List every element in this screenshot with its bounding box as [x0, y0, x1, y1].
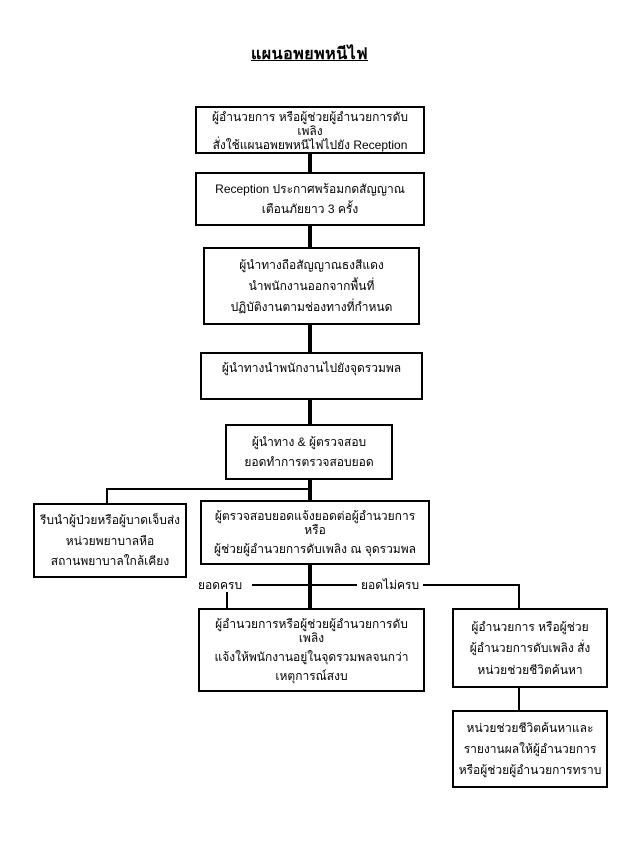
connector-horizontal-left: [107, 488, 310, 490]
flow-box-order-evacuation: ผู้อำนวยการ หรือผู้ช่วยผู้อำนวยการดับเพล…: [195, 106, 425, 154]
flow-box-rescue-report: หน่วยช่วยชีวิตค้นหาและรายงานผลให้ผู้อำนว…: [452, 710, 608, 788]
box-line: ผู้นำทางถือสัญญาณธงสีแดง: [239, 258, 384, 272]
flow-box-reception-announce: Reception ประกาศพร้อมกดสัญญาณเตือนภัยยาว…: [195, 172, 425, 226]
connector-vertical-complete: [226, 592, 228, 608]
connector-vertical-6: [308, 565, 312, 608]
flow-box-count-incomplete-action: ผู้อำนวยการ หรือผู้ช่วยผู้อำนวยการดับเพล…: [452, 608, 608, 688]
box-line: ผู้ตรวจสอบยอดแจ้งยอดต่อผู้อำนวยการหรือ: [214, 509, 416, 537]
connector-vertical-to-injured: [106, 488, 108, 503]
connector-horizontal-incomplete-1: [312, 584, 357, 586]
box-line: นำพนักงานออกจากพื้นที่: [248, 279, 375, 293]
box-line: หน่วยพยาบาลหือ: [65, 533, 155, 548]
flow-box-count-complete-action: ผู้อำนวยการหรือผู้ช่วยผู้อำนวยการดับเพลิ…: [198, 608, 425, 692]
connector-horizontal-complete: [252, 584, 308, 586]
box-line: ผู้นำทาง & ผู้ตรวจสอบ: [251, 434, 367, 449]
box-line: ยอดทำการตรวจสอบยอด: [244, 455, 374, 470]
branch-label-count-incomplete: ยอดไม่ครบ: [361, 578, 420, 592]
box-line: รีบนำผู้ป่วยหรือผู้บาดเจ็บส่ง: [39, 513, 181, 528]
connector-vertical-1: [308, 154, 312, 172]
box-line: สั่งใช้แผนอพยพหนีไฟไปยัง Reception: [212, 138, 408, 152]
box-line: ปฏิบัติงานตามช่องทางที่กำหนด: [230, 300, 393, 314]
connector-vertical-5: [308, 480, 312, 500]
box-line: ผู้นำทางนำพนักงานไปยังจุดรวมพล: [221, 361, 402, 375]
box-line: รายงานผลให้ผู้อำนวยการ: [463, 742, 597, 756]
page-title: แผนอพยพหนีไฟ: [250, 46, 369, 63]
box-line: ผู้อำนวยการ หรือผู้ช่วย: [471, 619, 589, 634]
connector-vertical-2: [308, 226, 312, 247]
box-line: หน่วยช่วยชีวิตค้นหา: [477, 662, 583, 677]
flow-box-headcount-check: ผู้นำทาง & ผู้ตรวจสอบยอดทำการตรวจสอบยอด: [225, 424, 393, 480]
connector-vertical-incomplete: [518, 584, 520, 608]
box-line: ผู้อำนวยการดับเพลิง สั่ง: [469, 641, 591, 655]
connector-vertical-3: [308, 325, 312, 352]
flow-box-guide-red-flag: ผู้นำทางถือสัญญาณธงสีแดงนำพนักงานออกจากพ…: [203, 247, 420, 325]
box-line: Reception ประกาศพร้อมกดสัญญาณ: [215, 182, 405, 196]
flow-box-report-headcount: ผู้ตรวจสอบยอดแจ้งยอดต่อผู้อำนวยการหรือผู…: [200, 500, 430, 565]
box-line: เตือนภัยยาว 3 ครั้ง: [261, 202, 359, 216]
box-line: ผู้อำนวยการ หรือผู้ช่วยผู้อำนวยการดับเพล…: [211, 110, 409, 138]
branch-label-count-complete: ยอดครบ: [198, 578, 243, 592]
box-line: หน่วยช่วยชีวิตค้นหาและ: [466, 721, 594, 735]
box-line: เหตุการณ์สงบ: [275, 669, 348, 683]
connector-vertical-4: [308, 400, 312, 424]
flow-box-send-injured: รีบนำผู้ป่วยหรือผู้บาดเจ็บส่งหน่วยพยาบาล…: [33, 503, 187, 578]
connector-horizontal-incomplete-2: [423, 584, 520, 586]
box-line: แจ้งให้พนักงานอยู่ในจุดรวมพลจนกว่า: [214, 650, 409, 664]
box-line: ผู้อำนวยการหรือผู้ช่วยผู้อำนวยการดับเพลิ…: [215, 617, 408, 645]
box-line: ผู้ช่วยผู้อำนวยการดับเพลิง ณ จุดรวมพล: [214, 542, 416, 556]
connector-vertical-7: [518, 688, 520, 710]
flow-box-guide-to-assembly: ผู้นำทางนำพนักงานไปยังจุดรวมพล: [200, 352, 423, 400]
box-line: หรือผู้ช่วยผู้อำนวยการทราบ: [458, 763, 602, 777]
box-line: สถานพยาบาลใกล้เคียง: [50, 553, 170, 568]
